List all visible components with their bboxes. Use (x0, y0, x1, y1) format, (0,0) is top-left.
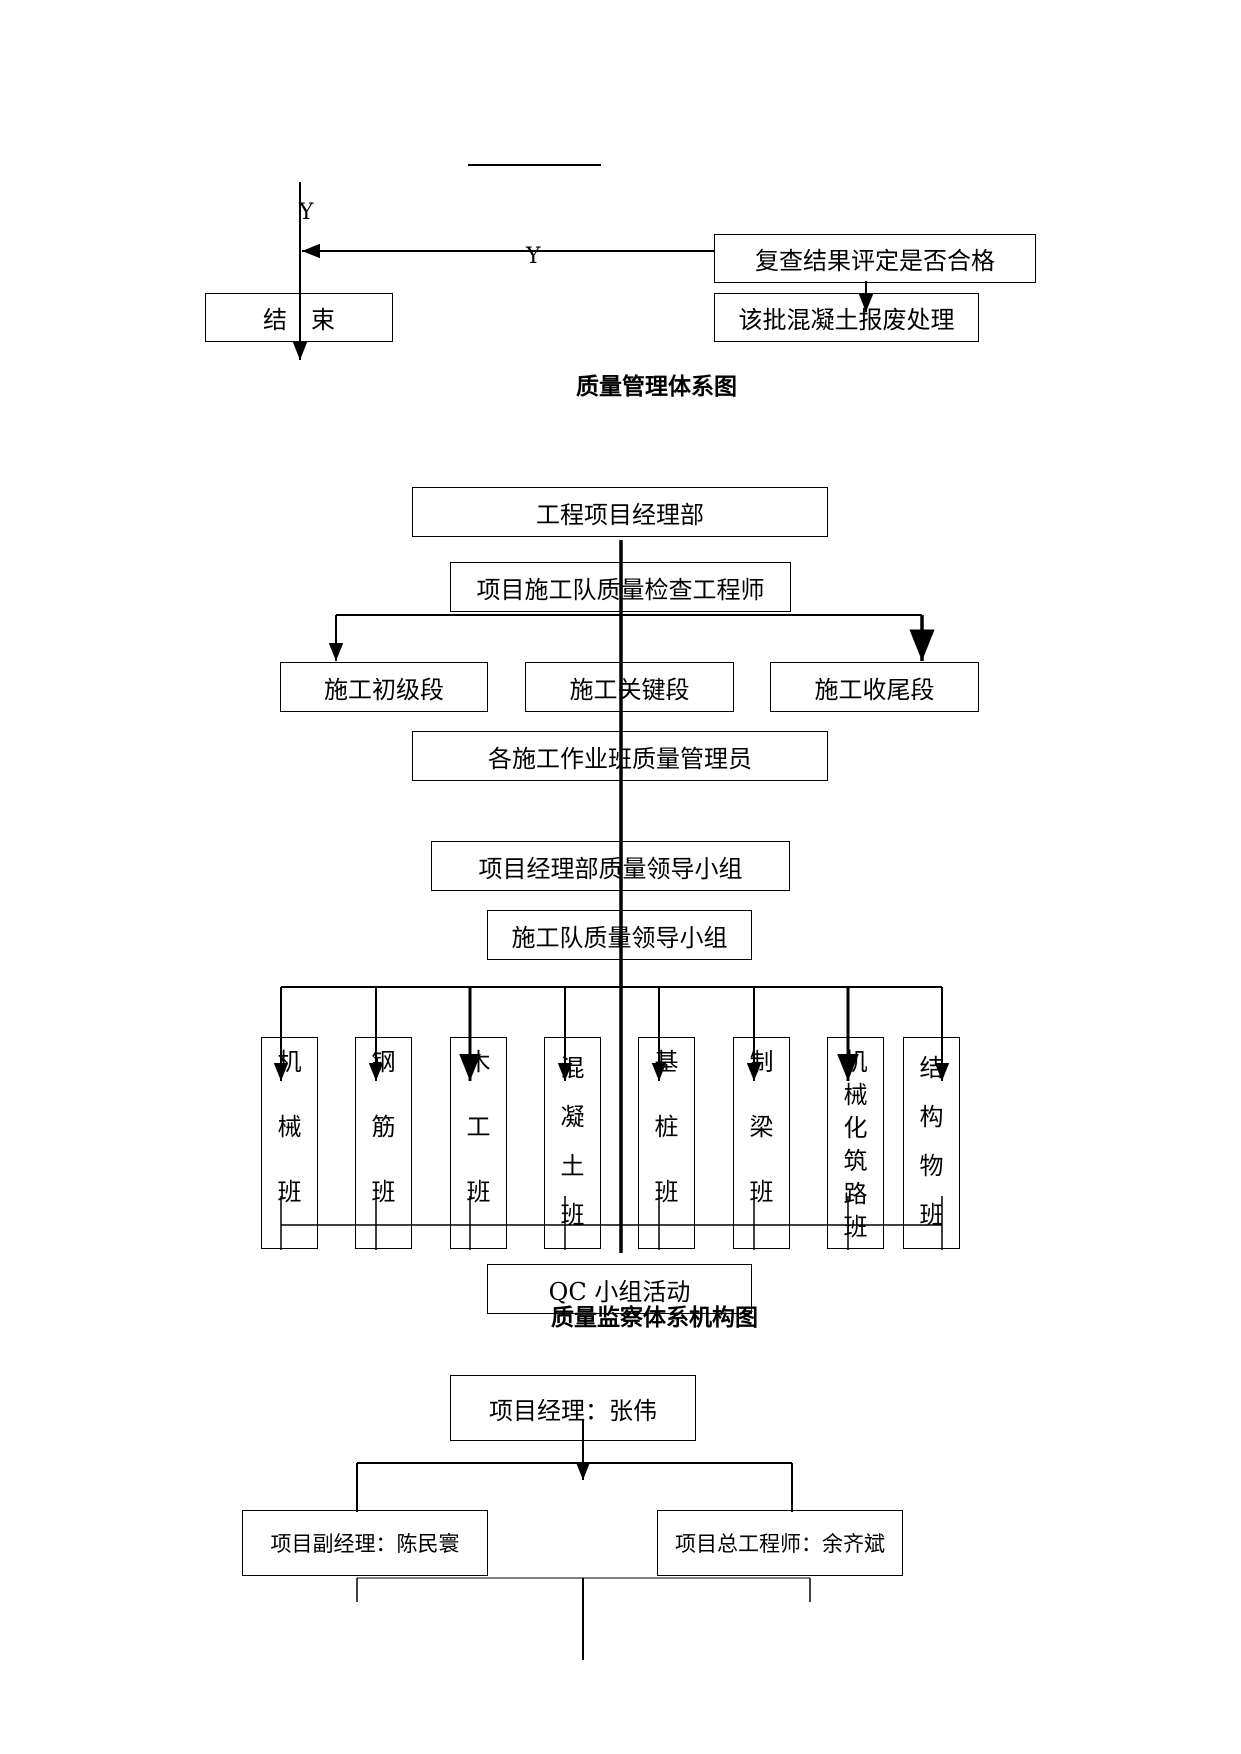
stage-box-key: 施工关键段 (525, 662, 734, 712)
crew-char: 工 (466, 1113, 491, 1141)
crew-char: 结 (919, 1054, 944, 1082)
crew-char: 物 (919, 1152, 944, 1180)
crew-box-4: 混凝土班 (544, 1037, 601, 1249)
crew-char: 机 (843, 1048, 868, 1076)
crew-char: 构 (919, 1103, 944, 1131)
crew-char: 械 (277, 1113, 302, 1141)
crew-box-2: 钢筋班 (355, 1037, 412, 1249)
inspector-box: 项目施工队质量检查工程师 (450, 562, 791, 612)
crew-char: 混 (560, 1054, 585, 1082)
crew-char: 筑 (843, 1147, 868, 1175)
crew-char: 梁 (749, 1113, 774, 1141)
crew-char: 班 (371, 1178, 396, 1206)
crew-char: 路 (843, 1180, 868, 1208)
crew-char: 桩 (654, 1113, 679, 1141)
team-group-box: 施工队质量领导小组 (487, 910, 752, 960)
recheck-result-box: 复查结果评定是否合格 (714, 234, 1036, 283)
project-dept-box: 工程项目经理部 (412, 487, 828, 537)
crew-char: 班 (466, 1178, 491, 1206)
qc-box: QC 小组活动 (487, 1264, 752, 1314)
crew-char: 班 (560, 1201, 585, 1229)
crew-box-6: 制梁班 (733, 1037, 790, 1249)
crew-char: 土 (560, 1152, 585, 1180)
crew-char: 班 (919, 1201, 944, 1229)
crew-char: 木 (466, 1048, 491, 1076)
stage-box-initial: 施工初级段 (280, 662, 488, 712)
y-label-vertical: Y (299, 200, 314, 225)
crew-char: 化 (843, 1114, 868, 1142)
scrap-concrete-box: 该批混凝土报废处理 (714, 293, 979, 342)
crew-char: 制 (749, 1048, 774, 1076)
crew-box-5: 基桩班 (638, 1037, 695, 1249)
stage-box-final: 施工收尾段 (770, 662, 979, 712)
crew-char: 班 (843, 1213, 868, 1241)
deputy-manager-box: 项目副经理：陈民寰 (242, 1510, 488, 1576)
crew-char: 基 (654, 1048, 679, 1076)
crew-box-8: 结构物班 (903, 1037, 960, 1249)
crew-char: 班 (277, 1178, 302, 1206)
crew-char: 班 (654, 1178, 679, 1206)
team-managers-box: 各施工作业班质量管理员 (412, 731, 828, 781)
chief-engineer-box: 项目总工程师：余齐斌 (657, 1510, 903, 1576)
crew-char: 机 (277, 1048, 302, 1076)
crew-char: 钢 (371, 1048, 396, 1076)
crew-char: 筋 (371, 1113, 396, 1141)
crew-box-1: 机械班 (261, 1037, 318, 1249)
end-box: 结 束 (205, 293, 393, 342)
crew-char: 班 (749, 1178, 774, 1206)
quality-system-title: 质量管理体系图 (576, 374, 737, 400)
crew-char: 凝 (560, 1103, 585, 1131)
y-label-horizontal: Y (526, 244, 541, 269)
crew-box-3: 木工班 (450, 1037, 507, 1249)
crew-box-7: 机械化筑路班 (827, 1037, 884, 1249)
supervision-system-title: 质量监察体系机构图 (551, 1305, 758, 1331)
crew-char: 械 (843, 1081, 868, 1109)
leadership-group-box: 项目经理部质量领导小组 (431, 841, 790, 891)
manager-box: 项目经理：张伟 (450, 1375, 696, 1441)
